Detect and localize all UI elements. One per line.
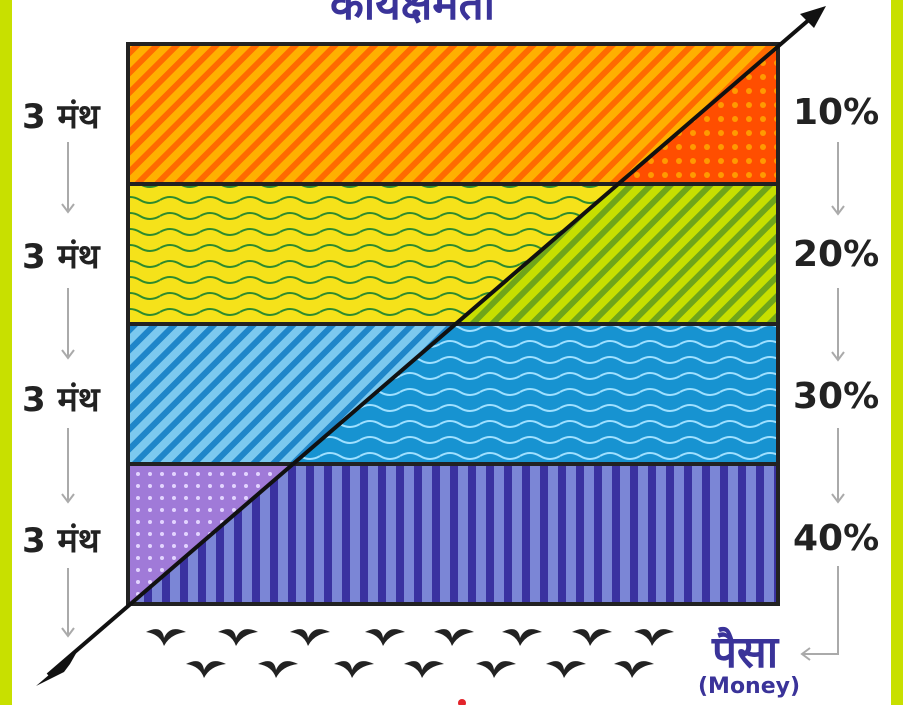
red-dot-icon	[458, 699, 466, 705]
duration-label-1: 3 मंथ	[22, 97, 100, 137]
arrow-tail-icon	[36, 650, 78, 686]
bird-icon	[614, 661, 654, 678]
bird-icon	[434, 629, 474, 646]
bird-icon	[634, 629, 674, 646]
birds-group	[146, 629, 674, 678]
band-2-gain	[456, 184, 778, 324]
money-sublabel: (Money)	[698, 674, 801, 699]
band-3-gain	[292, 324, 778, 464]
percent-label-2: 20%	[793, 234, 880, 275]
bird-icon	[546, 661, 586, 678]
bird-icon	[404, 661, 444, 678]
bird-icon	[258, 661, 298, 678]
bird-icon	[334, 661, 374, 678]
percent-label-4: 40%	[793, 518, 880, 559]
bird-icon	[218, 629, 258, 646]
bird-icon	[502, 629, 542, 646]
bird-icon	[186, 661, 226, 678]
bird-icon	[290, 629, 330, 646]
percent-label-3: 30%	[793, 376, 880, 417]
money-label: पैसा	[712, 627, 779, 678]
bird-icon	[146, 629, 186, 646]
diagram-title: कार्यक्षमता	[330, 0, 496, 30]
bird-icon	[365, 629, 405, 646]
duration-label-4: 3 मंथ	[22, 521, 100, 561]
duration-label-2: 3 मंथ	[22, 237, 100, 277]
duration-label-3: 3 मंथ	[22, 380, 100, 420]
right-flow-arrows	[800, 142, 845, 661]
left-flow-arrows	[61, 142, 75, 638]
bird-icon	[476, 661, 516, 678]
percent-label-1: 10%	[793, 92, 880, 133]
arrow-head-icon	[800, 6, 826, 28]
bird-icon	[572, 629, 612, 646]
growth-arrow-line	[46, 10, 820, 677]
